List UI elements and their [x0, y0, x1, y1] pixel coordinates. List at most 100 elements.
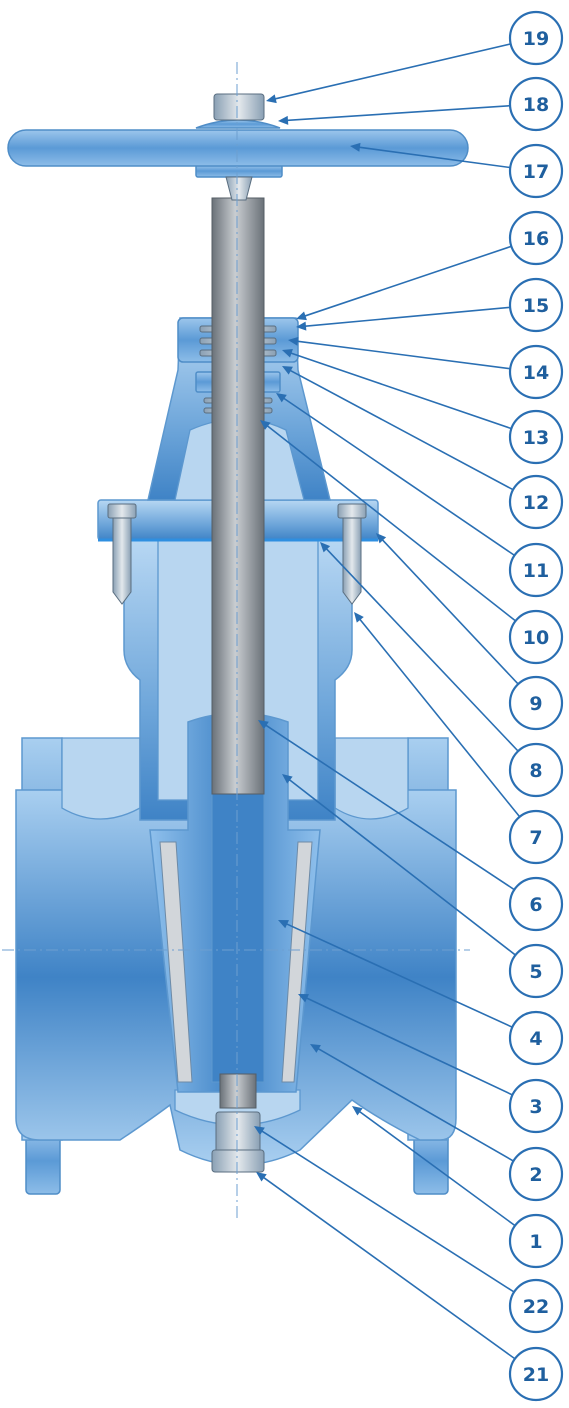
callout-19: 19 — [508, 10, 564, 66]
leader-line-19 — [273, 43, 511, 100]
callout-label: 7 — [529, 827, 542, 849]
callout-circle — [508, 277, 564, 333]
callout-label: 2 — [529, 1164, 542, 1186]
callout-6: 6 — [508, 876, 564, 932]
callout-label: 6 — [529, 894, 542, 916]
callout-2: 2 — [508, 1146, 564, 1202]
leader-arrowhead-3 — [298, 994, 309, 1003]
leader-arrowhead-15 — [296, 321, 307, 331]
leader-arrowhead-22 — [254, 1126, 265, 1136]
left-flange-face — [61, 737, 141, 820]
bottom-bolt-head — [211, 1149, 265, 1173]
leader-line-16 — [303, 245, 512, 318]
callout-label: 15 — [523, 295, 549, 317]
stem-top-cone — [225, 176, 253, 201]
callout-label: 9 — [529, 693, 542, 715]
callout-9: 9 — [508, 675, 564, 731]
callout-17: 17 — [508, 143, 564, 199]
callout-21: 21 — [508, 1346, 564, 1402]
callout-10: 10 — [508, 609, 564, 665]
callout-label: 8 — [529, 760, 542, 782]
leader-arrowhead-2 — [310, 1044, 321, 1053]
callout-circle — [508, 210, 564, 266]
handwheel-assembly — [7, 93, 469, 201]
leader-arrowhead-5 — [282, 774, 293, 784]
leader-arrowhead-6 — [258, 720, 269, 730]
top-nut — [213, 93, 265, 121]
callout-circle — [508, 742, 564, 798]
leader-arrowhead-7 — [354, 612, 364, 623]
leader-arrowhead-10 — [260, 420, 271, 430]
callout-circle — [508, 675, 564, 731]
callout-label: 12 — [523, 492, 549, 514]
callout-label: 16 — [523, 228, 549, 250]
leader-line-18 — [285, 104, 511, 122]
callout-label: 1 — [529, 1231, 542, 1253]
callout-circle — [508, 542, 564, 598]
leader-line-5 — [287, 778, 516, 956]
callout-label: 3 — [529, 1096, 542, 1118]
leader-line-10 — [265, 424, 517, 622]
callout-circle — [508, 943, 564, 999]
leader-line-11 — [282, 396, 515, 557]
callout-circle — [508, 1213, 564, 1269]
leader-line-22 — [260, 1129, 515, 1293]
stem-nut — [219, 1073, 257, 1109]
callout-circle — [508, 409, 564, 465]
leader-line-2 — [316, 1047, 514, 1162]
callout-circle — [508, 1346, 564, 1402]
leader-line-21 — [262, 1176, 516, 1360]
handwheel — [7, 129, 469, 167]
callout-circle — [508, 1278, 564, 1334]
callout-1: 1 — [508, 1213, 564, 1269]
leader-line-14 — [295, 340, 511, 370]
gate-liner-right — [281, 841, 313, 1083]
stem — [211, 197, 265, 795]
leader-arrowhead-17 — [350, 142, 361, 152]
leader-line-15 — [303, 306, 511, 328]
leader-line-13 — [289, 351, 512, 430]
bolt-right-head — [337, 503, 367, 519]
leader-arrowhead-11 — [276, 393, 287, 403]
callout-label: 13 — [523, 427, 549, 449]
leader-arrowhead-8 — [320, 542, 331, 553]
callout-label: 21 — [523, 1364, 549, 1386]
callout-12: 12 — [508, 474, 564, 530]
leader-arrowhead-1 — [352, 1106, 363, 1116]
callout-label: 19 — [523, 28, 549, 50]
right-flange-face — [334, 737, 409, 820]
callout-circle — [508, 609, 564, 665]
callout-label: 11 — [523, 560, 549, 582]
callout-label: 4 — [529, 1028, 542, 1050]
callout-11: 11 — [508, 542, 564, 598]
leader-line-12 — [288, 369, 514, 491]
callout-circle — [508, 809, 564, 865]
callout-circle — [508, 143, 564, 199]
leader-arrowhead-12 — [282, 366, 293, 375]
callout-4: 4 — [508, 1010, 564, 1066]
gate-bore — [211, 791, 265, 1083]
callout-circle — [508, 76, 564, 132]
handwheel-hub — [195, 164, 283, 178]
leader-line-9 — [380, 538, 519, 685]
bolt-left-shank — [112, 517, 132, 605]
leader-line-4 — [284, 922, 513, 1028]
callout-label: 14 — [523, 362, 549, 384]
leader-lines — [254, 43, 521, 1360]
gate — [149, 712, 321, 1093]
callout-circle — [508, 1010, 564, 1066]
callout-3: 3 — [508, 1078, 564, 1134]
leader-arrowhead-16 — [296, 311, 307, 321]
leader-arrowhead-19 — [266, 94, 277, 104]
callout-label: 10 — [523, 627, 549, 649]
callout-label: 22 — [523, 1296, 549, 1318]
callout-16: 16 — [508, 210, 564, 266]
bonnet-bolts — [107, 503, 367, 605]
leader-line-17 — [357, 146, 511, 169]
callout-label: 5 — [529, 961, 542, 983]
callout-circle — [508, 876, 564, 932]
callout-8: 8 — [508, 742, 564, 798]
leader-arrowhead-13 — [282, 348, 293, 358]
